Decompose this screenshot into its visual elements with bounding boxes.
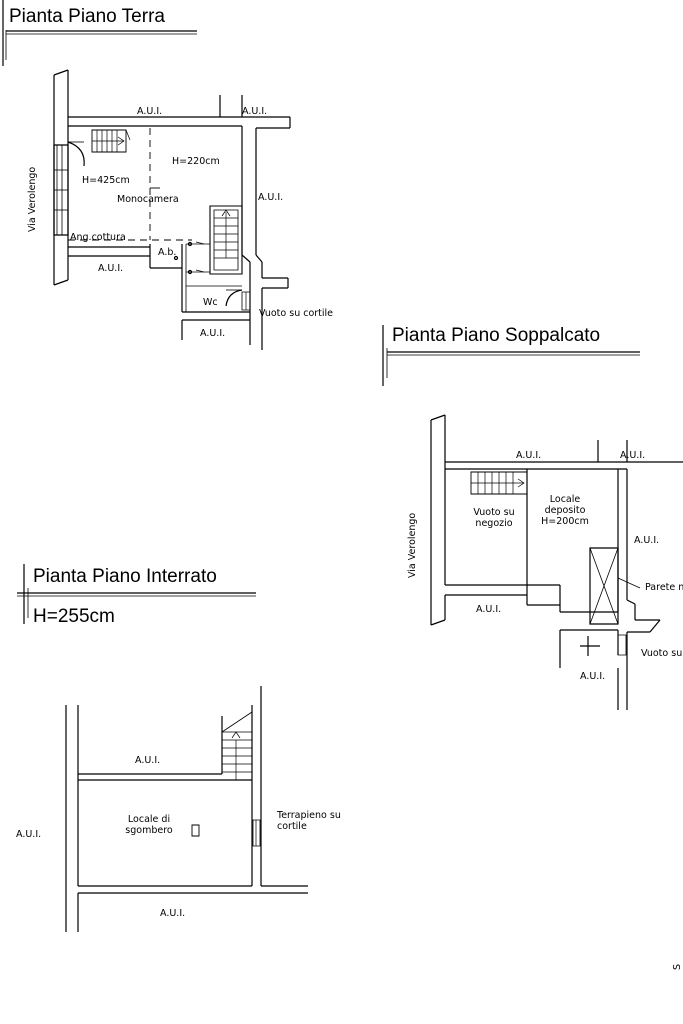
terra-aui-left: A.U.I. <box>98 263 124 274</box>
sopp-storage-line2: deposito <box>544 505 586 516</box>
sopp-aui-left: A.U.I. <box>476 604 502 615</box>
sopp-partition-label: Parete no <box>645 582 683 593</box>
interrato-room: Locale di sgombero <box>118 814 180 836</box>
terra-room-monocamera: Monocamera <box>117 194 179 205</box>
terra-height-425: H=425cm <box>82 175 130 186</box>
sopp-aui-bottom: A.U.I. <box>580 671 606 682</box>
interrato-aui-top: A.U.I. <box>135 755 161 766</box>
sopp-void-court: Vuoto su <box>641 648 683 659</box>
plan-piano-interrato <box>17 564 308 932</box>
sopp-void-shop: Vuoto su negozio <box>466 507 522 529</box>
sopp-void-shop-line1: Vuoto su <box>473 507 515 518</box>
terra-void-courtyard: Vuoto su cortile <box>259 308 334 319</box>
terra-height-220: H=220cm <box>172 156 220 167</box>
title-piano-soppalcato: Pianta Piano Soppalcato <box>392 325 601 346</box>
sopp-aui-right: A.U.I. <box>634 535 660 546</box>
title-piano-terra: Pianta Piano Terra <box>9 6 165 27</box>
sopp-void-shop-line2: negozio <box>475 518 513 529</box>
terra-aui-right: A.U.I. <box>258 192 284 203</box>
interrato-room-line2: sgombero <box>125 825 173 836</box>
sopp-storage-line1: Locale <box>549 494 581 505</box>
interrato-room-line1: Locale di <box>127 814 171 825</box>
sopp-street-label: Via Verolengo <box>407 512 418 578</box>
interrato-aui-bottom: A.U.I. <box>160 908 186 919</box>
sopp-storage: Locale deposito H=200cm <box>540 494 590 527</box>
terra-wc-label: Wc <box>203 297 218 308</box>
sopp-aui-top-left: A.U.I. <box>516 450 542 461</box>
plan-piano-soppalcato <box>383 325 683 710</box>
terra-aui-top-left: A.U.I. <box>137 106 163 117</box>
sopp-storage-line3: H=200cm <box>541 516 589 527</box>
title-piano-interrato: Pianta Piano Interrato <box>33 566 217 587</box>
interrato-fill-line1: Terrapieno su <box>277 810 341 821</box>
sopp-aui-top-right: A.U.I. <box>620 450 646 461</box>
interrato-fill: Terrapieno su cortile <box>277 810 341 832</box>
interrato-aui-left: A.U.I. <box>16 829 42 840</box>
terra-aui-top-right: A.U.I. <box>242 106 268 117</box>
title-interrato-height: H=255cm <box>33 606 115 627</box>
plan-piano-terra <box>3 0 290 350</box>
page-mark: S <box>672 963 683 970</box>
terra-street-label: Via Verolengo <box>27 166 38 232</box>
terra-kitchen-label: Ang.cottura <box>70 232 126 243</box>
terra-ab-label: A.b. <box>158 247 177 258</box>
terra-aui-bottom: A.U.I. <box>200 328 226 339</box>
interrato-fill-line2: cortile <box>277 821 307 832</box>
